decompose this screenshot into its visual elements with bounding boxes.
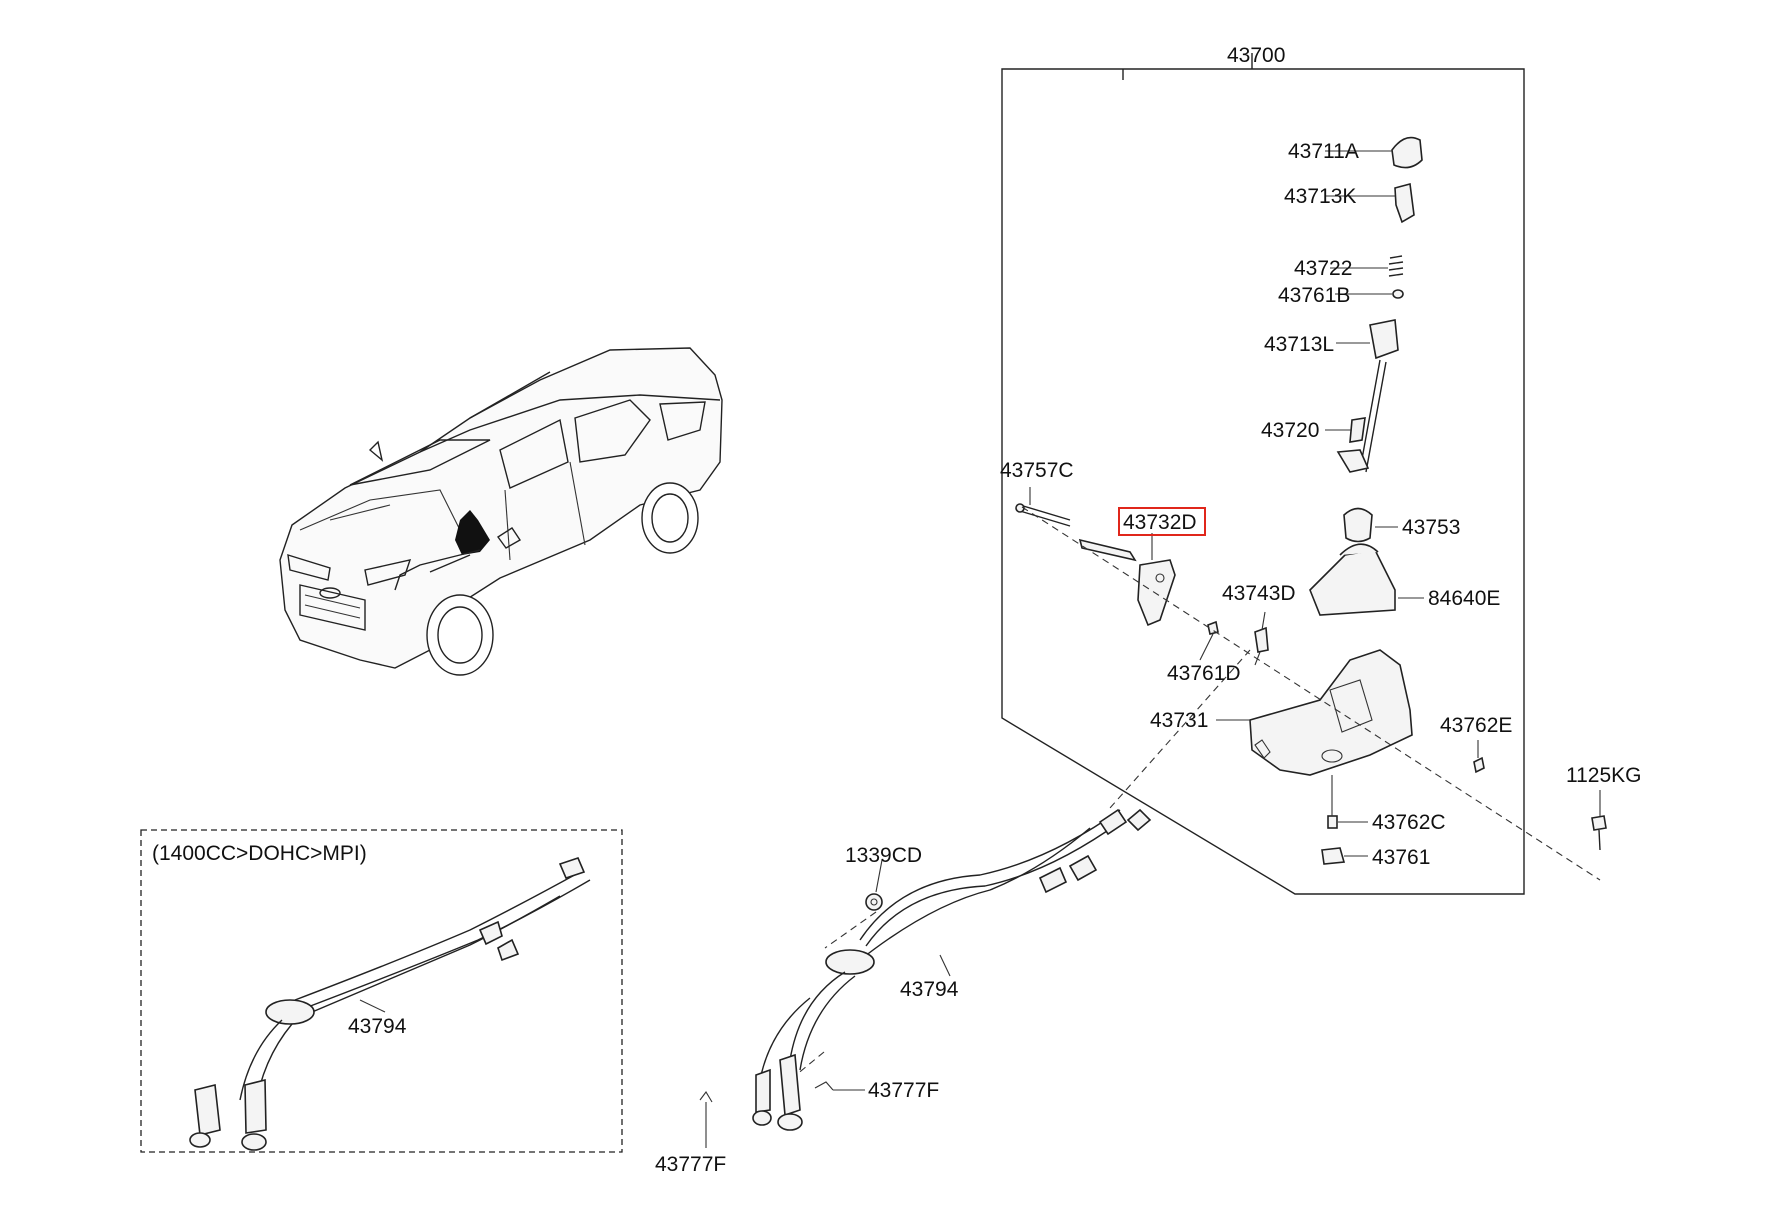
- label-43762E: 43762E: [1440, 714, 1512, 737]
- spring-43722: [1330, 255, 1404, 277]
- label-variant-note: (1400CC>DOHC>MPI): [152, 842, 367, 865]
- part-43732D: [1078, 533, 1176, 627]
- label-43753: 43753: [1402, 516, 1460, 539]
- label-43777F-right: 43777F: [868, 1079, 939, 1102]
- label-43713K: 43713K: [1284, 185, 1356, 208]
- stopper-43753: [1343, 507, 1398, 543]
- label-43777F-left: 43777F: [655, 1153, 726, 1176]
- label-43722: 43722: [1294, 257, 1352, 280]
- bushing-43762C: [1327, 775, 1368, 829]
- label-43713L: 43713L: [1264, 333, 1334, 356]
- snap-pin-43777F-left: [699, 1091, 713, 1148]
- bolt-1125KG: [1591, 790, 1607, 851]
- clip-43743D: [1254, 611, 1269, 666]
- variant-box: [140, 829, 623, 1153]
- bracket-43731: [1216, 649, 1413, 776]
- boot-84640E: [1309, 543, 1424, 616]
- snap-pin-43777F-right: [814, 1081, 865, 1091]
- highlight-box: [1118, 507, 1206, 536]
- label-43711A: 43711A: [1288, 140, 1359, 163]
- bushing-43761B: [1335, 289, 1404, 299]
- label-43743D: 43743D: [1222, 582, 1296, 605]
- car-illustration: [279, 347, 723, 676]
- lever-upper-43713L: [1336, 319, 1399, 360]
- nut-43762E: [1473, 740, 1485, 774]
- lever-43720: [1325, 359, 1387, 473]
- label-43794-main: 43794: [900, 978, 959, 1001]
- assembly-box: [1001, 53, 1525, 895]
- bushing-43761: [1321, 847, 1368, 865]
- label-43757C: 43757C: [1000, 459, 1074, 482]
- cable-assembly-main: [752, 808, 1152, 1131]
- label-43794-variant: 43794: [348, 1015, 407, 1038]
- knob-43711A: [1325, 136, 1423, 169]
- part-labels: 43700 43711A 43713K 43722 43761B 43713L …: [152, 44, 1642, 1176]
- label-84640E: 84640E: [1428, 587, 1500, 610]
- label-1125KG: 1125KG: [1566, 764, 1642, 787]
- label-43761D: 43761D: [1167, 662, 1241, 685]
- label-43761: 43761: [1372, 846, 1430, 869]
- nut-1339CD: [865, 859, 883, 911]
- label-43700: 43700: [1227, 44, 1285, 67]
- knob-clip-43713K: [1325, 182, 1415, 224]
- label-43761B: 43761B: [1278, 284, 1350, 307]
- label-43732D: 43732D: [1123, 511, 1197, 534]
- label-43762C: 43762C: [1372, 811, 1446, 834]
- pin-43761D: [1199, 620, 1219, 661]
- label-43720: 43720: [1261, 419, 1319, 442]
- label-1339CD: 1339CD: [845, 844, 922, 867]
- label-43731: 43731: [1150, 709, 1208, 732]
